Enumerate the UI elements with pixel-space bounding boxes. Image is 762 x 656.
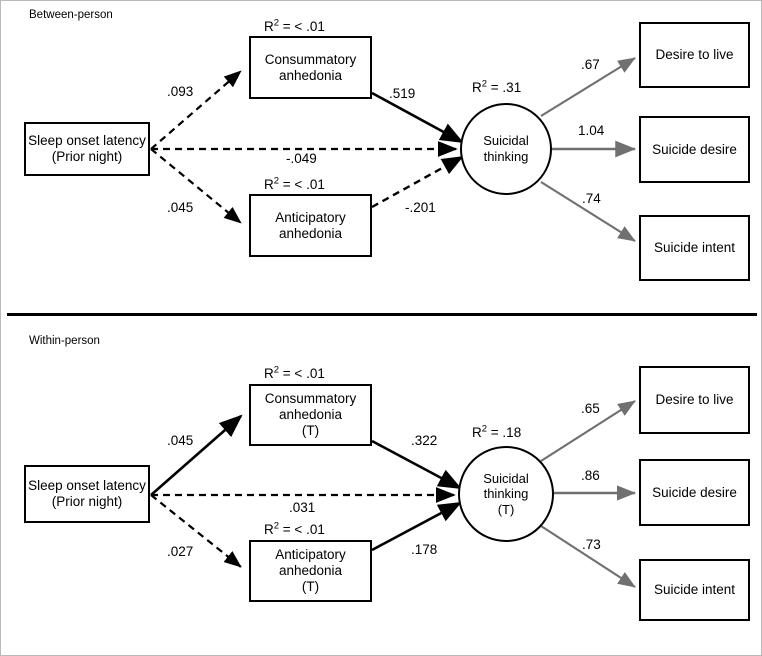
node-label-line2: (Prior night) bbox=[51, 149, 123, 164]
path-label-between-anticipatory-to-suicidal-thinking: -.201 bbox=[405, 200, 436, 215]
node-within-consummatory-anhedonia: Consummatory anhedonia (T) bbox=[249, 384, 372, 446]
r2-letter: R bbox=[264, 366, 274, 381]
node-label-line2: anhedonia bbox=[278, 225, 343, 241]
path-label-within-suicidal-thinking-to-suicide-intent: .73 bbox=[582, 537, 601, 552]
node-label-line1: Suicidal bbox=[483, 470, 529, 486]
node-label-line3: (T) bbox=[301, 578, 320, 594]
node-label-line2: (Prior night) bbox=[51, 494, 123, 509]
node-within-desire-to-live: Desire to live bbox=[639, 366, 750, 434]
r2-label-within-suicidal-thinking: R2 = .18 bbox=[472, 423, 522, 440]
path-label-within-suicidal-thinking-to-desire-to-live: .65 bbox=[581, 401, 600, 416]
r2-value: = .31 bbox=[487, 80, 522, 95]
node-label-line1: Consummatory bbox=[264, 51, 357, 67]
r2-exponent: 2 bbox=[481, 423, 488, 435]
node-label-line2: anhedonia bbox=[278, 67, 343, 83]
node-between-suicide-intent: Suicide intent bbox=[639, 215, 750, 281]
node-within-anticipatory-anhedonia: Anticipatory anhedonia (T) bbox=[249, 540, 372, 602]
node-within-sleep-onset-latency: Sleep onset latency (Prior night) bbox=[24, 465, 150, 523]
path-label-within-consummatory-to-suicidal-thinking: .322 bbox=[411, 433, 438, 448]
r2-value: = < .01 bbox=[279, 366, 325, 381]
path-arrow-within-predictor-to-consummatory bbox=[150, 414, 243, 496]
path-label-within-suicidal-thinking-to-suicide-desire: .86 bbox=[581, 468, 600, 483]
node-within-suicidal-thinking: Suicidal thinking (T) bbox=[458, 446, 554, 542]
r2-letter: R bbox=[472, 80, 482, 95]
node-label-line1: Sleep onset latency bbox=[28, 478, 146, 494]
path-label-between-consummatory-to-suicidal-thinking: .519 bbox=[389, 86, 416, 101]
node-label: Desire to live bbox=[655, 47, 734, 63]
path-label-within-anticipatory-to-suicidal-thinking: .178 bbox=[411, 542, 438, 557]
path-label-within-predictor-to-consummatory: .045 bbox=[167, 433, 194, 448]
node-label-line3: (T) bbox=[301, 422, 320, 438]
node-label: Desire to live bbox=[655, 392, 734, 408]
node-label-line1: Anticipatory bbox=[275, 209, 346, 225]
node-label: Suicide intent bbox=[653, 582, 736, 598]
r2-label-between-anticipatory: R2 = < .01 bbox=[264, 175, 325, 192]
node-within-suicide-desire: Suicide desire bbox=[639, 459, 750, 526]
node-between-suicide-desire: Suicide desire bbox=[639, 116, 750, 183]
node-label-line3: (T) bbox=[497, 501, 515, 517]
panel-divider bbox=[7, 313, 757, 316]
node-label: Suicide intent bbox=[653, 240, 736, 256]
path-label-between-suicidal-thinking-to-suicide-desire: 1.04 bbox=[578, 123, 605, 138]
node-between-sleep-onset-latency: Sleep onset latency (Prior night) bbox=[24, 122, 150, 176]
node-label-line2: anhedonia bbox=[278, 407, 343, 423]
node-label: Suicide desire bbox=[652, 141, 737, 157]
r2-label-within-consummatory: R2 = < .01 bbox=[264, 364, 325, 381]
path-label-between-predictor-to-suicidal-thinking: -.049 bbox=[286, 151, 317, 166]
path-label-within-predictor-to-anticipatory: .027 bbox=[167, 544, 194, 559]
r2-exponent: 2 bbox=[273, 17, 280, 29]
r2-exponent: 2 bbox=[273, 364, 280, 376]
path-arrow-between-consummatory-to-suicidal-thinking bbox=[371, 91, 464, 144]
path-label-between-suicidal-thinking-to-desire-to-live: .67 bbox=[581, 57, 600, 72]
node-label-line1: Sleep onset latency bbox=[28, 133, 146, 149]
node-within-suicide-intent: Suicide intent bbox=[639, 559, 750, 621]
node-between-desire-to-live: Desire to live bbox=[639, 22, 750, 88]
r2-exponent: 2 bbox=[273, 520, 280, 532]
node-label: Suicide desire bbox=[652, 484, 737, 500]
path-arrow-within-consummatory-to-suicidal-thinking bbox=[371, 439, 462, 490]
path-label-within-predictor-to-suicidal-thinking: .031 bbox=[289, 500, 316, 515]
node-between-anticipatory-anhedonia: Anticipatory anhedonia bbox=[249, 194, 372, 257]
r2-value: = < .01 bbox=[279, 19, 325, 34]
r2-letter: R bbox=[472, 425, 482, 440]
r2-value: = < .01 bbox=[279, 177, 325, 192]
path-label-between-predictor-to-consummatory: .093 bbox=[167, 84, 194, 99]
path-label-between-suicidal-thinking-to-suicide-intent: .74 bbox=[582, 191, 601, 206]
node-label-line1: Consummatory bbox=[264, 391, 357, 407]
node-label-line2: thinking bbox=[483, 486, 529, 502]
r2-label-within-anticipatory: R2 = < .01 bbox=[264, 520, 325, 537]
node-between-consummatory-anhedonia: Consummatory anhedonia bbox=[249, 36, 372, 99]
path-arrow-within-suicidal-thinking-to-suicide-intent bbox=[540, 525, 636, 588]
r2-value: = .18 bbox=[487, 425, 522, 440]
path-arrow-within-predictor-to-anticipatory bbox=[150, 494, 242, 568]
r2-letter: R bbox=[264, 19, 274, 34]
path-arrow-between-predictor-to-consummatory bbox=[150, 70, 242, 150]
path-label-between-predictor-to-anticipatory: .045 bbox=[167, 200, 194, 215]
r2-label-between-consummatory: R2 = < .01 bbox=[264, 17, 325, 34]
node-label-line1: Anticipatory bbox=[275, 547, 346, 563]
node-label-line1: Suicidal bbox=[483, 133, 529, 149]
node-label-line2: anhedonia bbox=[278, 563, 343, 579]
r2-exponent: 2 bbox=[273, 175, 280, 187]
r2-letter: R bbox=[264, 177, 274, 192]
path-arrow-between-predictor-to-anticipatory bbox=[150, 148, 242, 224]
node-label-line2: thinking bbox=[483, 149, 529, 164]
panel-title-between-person: Between-person bbox=[29, 9, 113, 21]
r2-letter: R bbox=[264, 522, 274, 537]
panel-title-within-person: Within-person bbox=[29, 335, 100, 347]
node-between-suicidal-thinking: Suicidal thinking bbox=[460, 103, 552, 195]
r2-label-between-suicidal-thinking: R2 = .31 bbox=[472, 78, 522, 95]
r2-exponent: 2 bbox=[481, 78, 488, 90]
r2-value: = < .01 bbox=[279, 522, 325, 537]
